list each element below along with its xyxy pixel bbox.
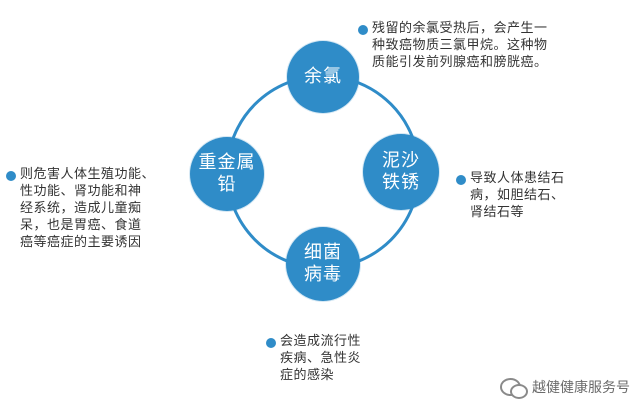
wechat-icon [500,376,528,399]
node-label: 细菌 病毒 [304,242,342,285]
bullet-icon [456,175,466,185]
node-heavy-metal-lead: 重金属 铅 [190,137,264,211]
node-bacteria-virus: 细菌 病毒 [286,227,360,301]
bullet-icon [358,25,368,35]
bullet-icon [6,171,16,181]
watermark: 越健健康服务号 [500,376,630,399]
description-bacteria-virus: 会造成流行性 疾病、急性炎 症的感染 [280,334,362,383]
node-sediment-rust: 泥沙 铁锈 [363,134,439,210]
node-label: 泥沙 铁锈 [382,150,420,193]
bullet-icon [266,338,276,348]
description-heavy-metal-lead: 则危害人体生殖功能、 性功能、肾功能和神 经系统，造成儿童痴 呆，也是胃癌、食道… [20,167,156,250]
node-residual-chlorine: 余氯 [287,41,359,113]
watermark-text: 越健健康服务号 [532,380,630,396]
node-label: 余氯 [304,66,342,87]
node-label: 重金属 铅 [198,152,256,195]
description-sediment-rust: 导致人体患结石 病，如胆结石、 肾结石等 [470,171,565,220]
description-residual-chlorine: 残留的余氯受热后，会产生一 种致癌物质三氯甲烷。这种物 质能引发前列腺癌和膀胱癌… [372,21,548,70]
